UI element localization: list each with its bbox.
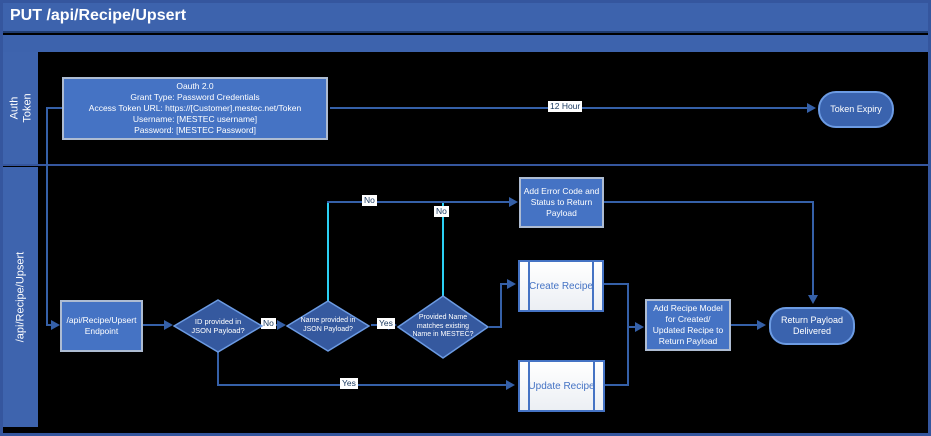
- subprocess-bar-right: [593, 362, 595, 410]
- decision-label: Name provided in JSON Payload?: [300, 317, 356, 333]
- connector-create-merge-vertical: [627, 283, 629, 328]
- connector-update-merge-vertical: [627, 326, 629, 386]
- arrowhead-endpoint: [51, 320, 60, 330]
- decision-name-provided: Name provided in JSON Payload?: [286, 300, 370, 352]
- edge-label-no-1: No: [261, 318, 276, 329]
- arrowhead-delivered-top: [808, 295, 818, 304]
- connector-merge-to-model: [627, 326, 637, 328]
- token-expiry-terminator: Token Expiry: [818, 91, 894, 128]
- connector-decision3-to-create-3: [500, 283, 509, 285]
- arrowhead-model-box: [635, 322, 644, 332]
- swimlane-label: Auth Token: [7, 93, 33, 123]
- subprocess-bar-right: [592, 262, 594, 310]
- connector-oauth-to-endpoint-vertical: [46, 107, 48, 325]
- arrowhead-decision1: [164, 320, 173, 330]
- connector-decision3-to-create-1: [489, 326, 502, 328]
- create-recipe-subprocess: Create Recipe: [518, 260, 604, 312]
- decision-name-matches: Provided Name matches existing Name in M…: [397, 295, 489, 359]
- connector-create-out: [604, 283, 629, 285]
- diamond-shape: [173, 299, 263, 353]
- connector-no-to-error-horizontal: [327, 201, 511, 203]
- decision-id-provided: ID provided in JSON Payload?: [173, 299, 263, 353]
- connector-decision3-to-create-2: [500, 283, 502, 328]
- decision-label: Provided Name matches existing Name in M…: [412, 313, 474, 339]
- arrowhead-delivered-left: [757, 320, 766, 330]
- oauth-credentials-box: Oauth 2.0 Grant Type: Password Credentia…: [62, 77, 328, 140]
- swimlane-label: /api/Recipe/Upsert: [14, 251, 27, 343]
- diamond-shape: [286, 300, 370, 352]
- endpoint-box: /api/Recipe/Upsert Endpoint: [60, 300, 143, 352]
- arrowhead-decision2: [277, 320, 286, 330]
- edge-label-no-3: No: [434, 206, 449, 217]
- swimlane-header-auth-token: Auth Token: [3, 52, 38, 164]
- arrowhead-update-recipe: [506, 380, 515, 390]
- lane-divider-line: [3, 164, 928, 166]
- diamond-shape: [397, 295, 489, 359]
- connector-update-out: [605, 384, 629, 386]
- page-title: PUT /api/Recipe/Upsert: [10, 6, 187, 24]
- edge-label-yes-1: Yes: [377, 318, 395, 329]
- arrowhead-error-box: [509, 197, 518, 207]
- arrowhead-create-recipe: [507, 279, 516, 289]
- update-recipe-subprocess: Update Recipe: [518, 360, 605, 412]
- subprocess-bar-left: [528, 262, 530, 310]
- add-recipe-model-box: Add Recipe Model for Created/ Updated Re…: [645, 299, 731, 351]
- connector-decision3-no-vertical: [442, 203, 444, 296]
- connector-oauth-left: [46, 107, 63, 109]
- arrowhead-token-expiry: [807, 103, 816, 113]
- connector-error-to-delivered-vertical: [812, 201, 814, 296]
- task-label: Create Recipe: [529, 280, 593, 292]
- return-payload-delivered-terminator: Return Payload Delivered: [769, 307, 855, 345]
- edge-label-12-hour: 12 Hour: [548, 101, 583, 112]
- connector-decision1-yes-horizontal: [217, 384, 508, 386]
- connector-decision1-yes-vertical: [217, 352, 219, 385]
- task-label: Update Recipe: [528, 380, 595, 392]
- decision-label: ID provided in JSON Payload?: [191, 316, 245, 335]
- connector-endpoint-to-decision1: [143, 324, 166, 326]
- subprocess-bar-left: [528, 362, 530, 410]
- connector-decision2-no-vertical: [327, 203, 329, 303]
- edge-label-no-2: No: [362, 195, 377, 206]
- connector-into-endpoint: [46, 324, 53, 326]
- diagram-title-bar: PUT /api/Recipe/Upsert: [0, 0, 931, 33]
- connector-error-to-delivered-horizontal: [604, 201, 814, 203]
- connector-model-to-delivered: [731, 324, 759, 326]
- swimlane-header-api-recipe-upsert: /api/Recipe/Upsert: [3, 167, 38, 427]
- edge-label-yes-2: Yes: [340, 378, 358, 389]
- add-error-code-box: Add Error Code and Status to Return Payl…: [519, 177, 604, 228]
- subtitle-strip: [0, 35, 931, 52]
